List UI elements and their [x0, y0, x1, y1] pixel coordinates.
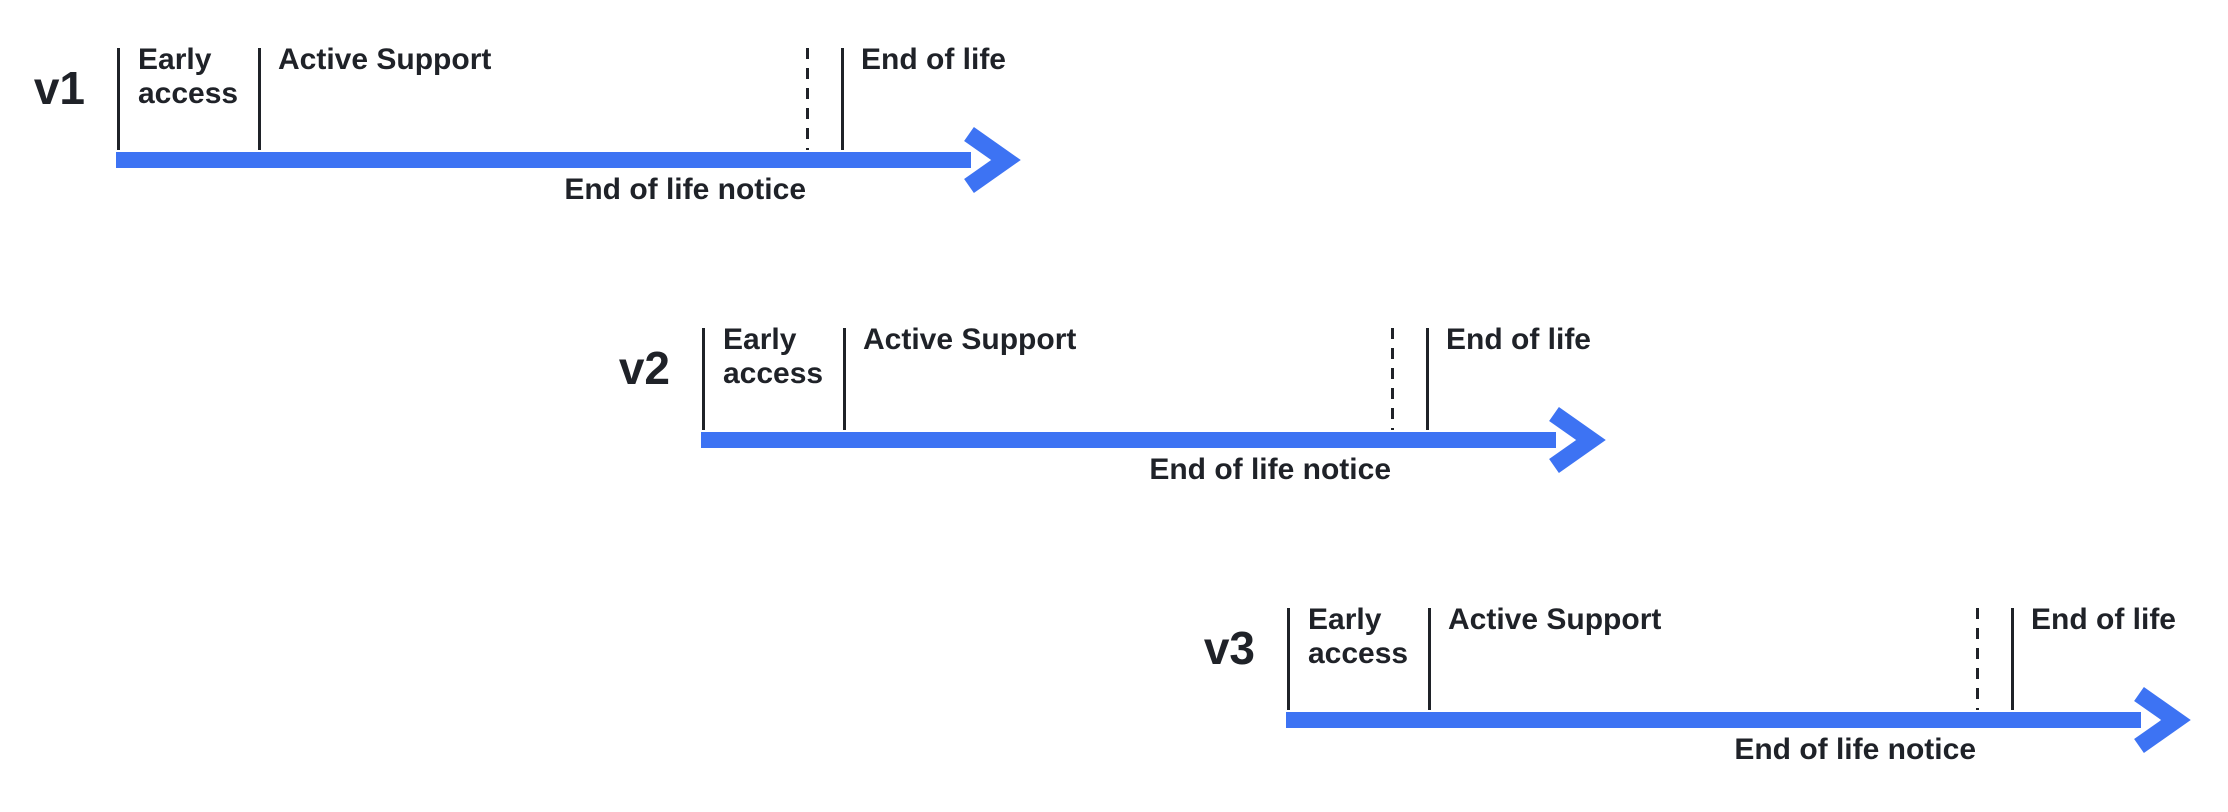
- arrow-right-head-icon: [1549, 407, 1606, 473]
- arrow-right-head-icon: [2134, 687, 2191, 753]
- active-support-start-tick: [1428, 608, 1431, 710]
- version-label-v2: v2: [618, 342, 670, 394]
- timeline-arrow-shaft: [701, 432, 1556, 448]
- end-of-life-notice-label: End of life notice: [1149, 453, 1391, 486]
- early-access-label: Early access: [1308, 603, 1409, 670]
- end-of-life-notice-label: End of life notice: [1734, 733, 1976, 766]
- end-of-life-label: End of life: [2031, 603, 2176, 636]
- active-support-label: Active Support: [1448, 603, 1662, 636]
- active-support-label: Active Support: [278, 43, 492, 76]
- end-of-life-tick: [841, 48, 844, 150]
- arrow-right-head-icon: [964, 127, 1021, 193]
- version-label-v3: v3: [1203, 622, 1255, 674]
- end-of-life-notice-label: End of life notice: [564, 173, 806, 206]
- active-support-label: Active Support: [863, 323, 1077, 356]
- end-of-life-tick: [1426, 328, 1429, 430]
- timeline-arrow-shaft: [1286, 712, 2141, 728]
- end-of-life-label: End of life: [1446, 323, 1591, 356]
- end-of-life-label: End of life: [861, 43, 1006, 76]
- end-of-life-notice-dashed-line: [806, 48, 809, 150]
- version-label-v1: v1: [33, 62, 85, 114]
- early-access-start-tick: [1287, 608, 1290, 710]
- active-support-start-tick: [843, 328, 846, 430]
- early-access-label: Early access: [723, 323, 824, 390]
- early-access-label: Early access: [138, 43, 239, 110]
- end-of-life-notice-dashed-line: [1391, 328, 1394, 430]
- early-access-start-tick: [702, 328, 705, 430]
- timeline-arrow-shaft: [116, 152, 971, 168]
- end-of-life-tick: [2011, 608, 2014, 710]
- active-support-start-tick: [258, 48, 261, 150]
- end-of-life-notice-dashed-line: [1976, 608, 1979, 710]
- early-access-start-tick: [117, 48, 120, 150]
